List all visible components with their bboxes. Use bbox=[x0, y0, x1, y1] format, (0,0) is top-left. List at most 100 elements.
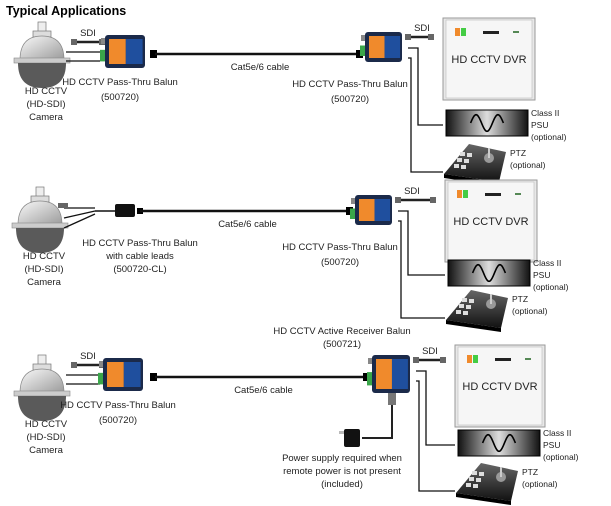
power-supply-label-line: Power supply required when bbox=[282, 453, 402, 464]
receiver-label-line: (500721) bbox=[323, 339, 361, 350]
rj45-plug-icon bbox=[150, 373, 157, 381]
ptz-button-icon bbox=[469, 477, 474, 481]
camera-label-line: HD CCTV bbox=[23, 251, 66, 262]
psu-label: Class II bbox=[543, 428, 571, 438]
ptz-button-icon bbox=[460, 152, 465, 156]
power-supply-label-line: (included) bbox=[321, 479, 363, 490]
dvr-label: HD CCTV DVR bbox=[453, 216, 528, 228]
ptz-label: PTZ bbox=[522, 467, 538, 477]
psu-wire bbox=[416, 370, 455, 446]
application-row-3: HD CCTV (HD-SDI) Camera SDI HD CCTV Pass-Thr… bbox=[13, 326, 579, 505]
receiver-balun-label: HD CCTV Pass-Thru Balun (500720) bbox=[292, 79, 408, 105]
cable-label: Cat5e/6 cable bbox=[218, 219, 277, 230]
cable-label: Cat5e/6 cable bbox=[234, 385, 293, 396]
receiver-label-line: (500720) bbox=[331, 94, 369, 105]
ptz-wire bbox=[416, 380, 455, 492]
psu-wire bbox=[398, 210, 445, 276]
power-supply-label-line: remote power is not present bbox=[283, 466, 401, 477]
receiver-label-line: HD CCTV Pass-Thru Balun bbox=[292, 79, 408, 90]
transmitter-balun-label: HD CCTV Pass-Thru Balun (500720) bbox=[60, 400, 176, 426]
receiver-balun-label: HD CCTV Pass-Thru Balun(500720) bbox=[282, 242, 398, 268]
pass-thru-balun-transmitter bbox=[100, 35, 145, 68]
ptz-optional-label: (optional) bbox=[522, 479, 558, 489]
receiver-label-line: HD CCTV Active Receiver Balun bbox=[273, 326, 410, 337]
camera-label-line: Camera bbox=[29, 112, 64, 123]
dvr-unit: HD CCTV DVR bbox=[442, 17, 536, 101]
ptz-wire bbox=[398, 220, 445, 319]
receiver-balun-label: HD CCTV Active Receiver Balun (500721) bbox=[273, 326, 410, 350]
ptz-button-icon bbox=[479, 472, 484, 476]
disc-slot-icon bbox=[495, 358, 511, 361]
camera-label-line: HD CCTV bbox=[25, 86, 68, 97]
application-row-1: HD CCTV (HD-SDI) Camera SDI HD CCTV Pass-Thr… bbox=[13, 17, 567, 186]
ptz-button-icon bbox=[472, 471, 477, 475]
ptz-button-icon bbox=[473, 484, 478, 488]
dvr-unit: HD CCTV DVR bbox=[454, 344, 546, 428]
bnc-plug-icon bbox=[58, 203, 68, 208]
ptz-label: PTZ bbox=[512, 294, 528, 304]
ptz-button-icon bbox=[476, 478, 481, 482]
sdi-label-right: SDI bbox=[404, 186, 420, 197]
led-orange-icon bbox=[457, 190, 462, 198]
ptz-button-icon bbox=[469, 299, 474, 303]
sine-wave-icon bbox=[469, 113, 505, 133]
camera-label-line: Camera bbox=[29, 445, 64, 456]
ptz-label: PTZ bbox=[510, 148, 526, 158]
dvr-label: HD CCTV DVR bbox=[451, 54, 526, 66]
dvr-label: HD CCTV DVR bbox=[462, 381, 537, 393]
transmitter-label-line: with cable leads bbox=[105, 251, 174, 262]
camera-label-line: (HD-SDI) bbox=[26, 99, 65, 110]
ptz-optional-label: (optional) bbox=[510, 160, 546, 170]
camera-label: HD CCTV (HD-SDI) Camera bbox=[25, 419, 68, 456]
rj45-plug-icon bbox=[150, 50, 157, 58]
pass-thru-balun-receiver bbox=[350, 195, 392, 225]
psu-wire bbox=[408, 47, 443, 126]
sdi-cable bbox=[395, 197, 436, 203]
pass-thru-balun-receiver bbox=[360, 32, 402, 62]
cable-lead bbox=[63, 210, 96, 219]
ptz-optional-label: (optional) bbox=[512, 306, 548, 316]
power-cable bbox=[362, 393, 393, 439]
transmitter-label-line: (500720) bbox=[99, 415, 137, 426]
sdi-label-left: SDI bbox=[80, 28, 96, 39]
sine-wave-icon bbox=[481, 433, 517, 453]
ptz-button-icon bbox=[467, 153, 472, 157]
disc-slot-icon bbox=[483, 31, 499, 34]
camera-label: HD CCTV (HD-SDI) Camera bbox=[25, 86, 68, 123]
sdi-label-left: SDI bbox=[80, 351, 96, 362]
sdi-cable bbox=[413, 357, 446, 363]
cable-label: Cat5e/6 cable bbox=[231, 62, 290, 73]
indicator-icon bbox=[515, 193, 521, 195]
psu-label: (optional) bbox=[531, 132, 567, 142]
camera-label-line: (HD-SDI) bbox=[26, 432, 65, 443]
rj45-plug-icon bbox=[363, 373, 370, 381]
led-green-icon bbox=[463, 190, 468, 198]
power-adapter-icon bbox=[344, 429, 360, 447]
transmitter-label-line: HD CCTV Pass-Thru Balun bbox=[62, 77, 178, 88]
power-supply: Power supply required when remote power i… bbox=[282, 393, 402, 490]
ptz-button-icon bbox=[464, 159, 469, 163]
receiver-label-line: (500720) bbox=[321, 257, 359, 268]
camera-label-line: HD CCTV bbox=[25, 419, 68, 430]
pass-thru-balun-with-leads bbox=[115, 204, 135, 217]
ptz-button-icon bbox=[462, 298, 467, 302]
transmitter-label-line: HD CCTV Pass-Thru Balun bbox=[60, 400, 176, 411]
transmitter-balun-label: HD CCTV Pass-Thru Balun (500720) bbox=[62, 77, 178, 103]
indicator-icon bbox=[525, 358, 531, 360]
pass-thru-balun-transmitter bbox=[98, 358, 143, 391]
ptz-wire bbox=[408, 57, 443, 173]
led-orange-icon bbox=[455, 28, 460, 36]
ptz-button-icon bbox=[459, 304, 464, 308]
camera-label: HD CCTV(HD-SDI)Camera bbox=[23, 251, 66, 288]
transmitter-label-line: (500720) bbox=[101, 92, 139, 103]
ptz-button-icon bbox=[461, 165, 466, 169]
active-receiver-balun bbox=[367, 355, 410, 393]
dvr-unit: HD CCTV DVR bbox=[444, 179, 538, 263]
sdi-label-right: SDI bbox=[422, 346, 438, 357]
psu-label: Class II bbox=[533, 258, 561, 268]
led-green-icon bbox=[461, 28, 466, 36]
